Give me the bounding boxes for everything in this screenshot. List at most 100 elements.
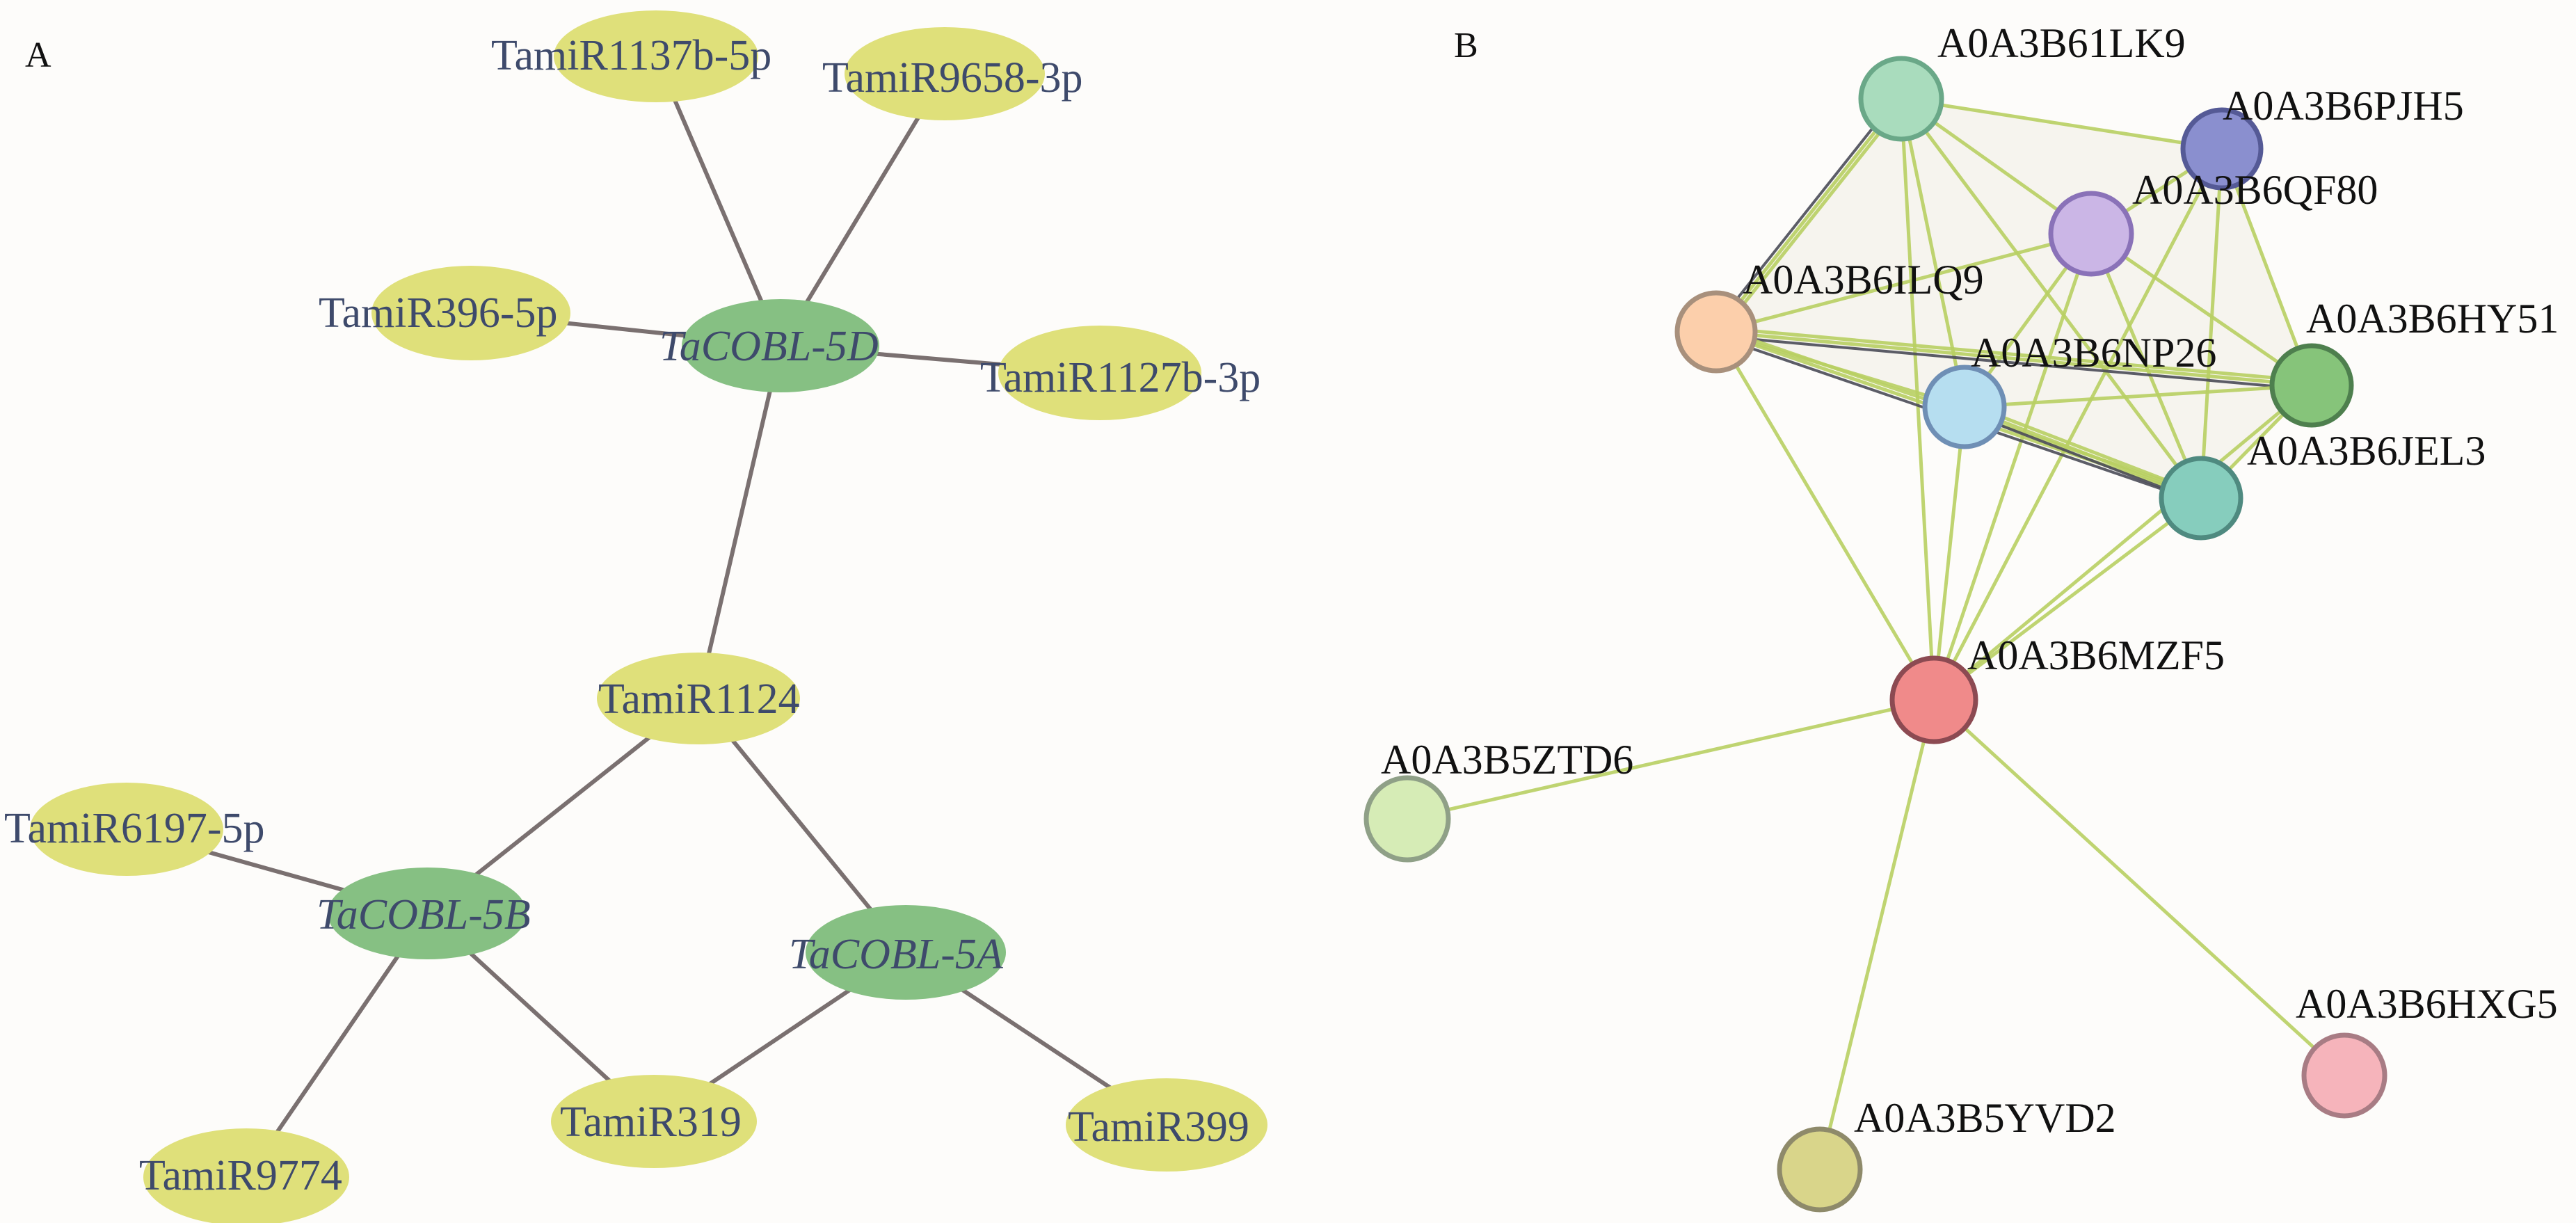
mirna-node-shape <box>551 1075 757 1168</box>
protein-node-shape <box>2301 1032 2387 1119</box>
node-mir6197[interactable]: TamiR6197-5p <box>4 783 265 876</box>
evidence-line <box>1964 401 2205 496</box>
edge-ilq9-mzf5 <box>1714 330 1936 702</box>
protein-node-pjh5[interactable]: A0A3B6PJH5 <box>2180 83 2464 191</box>
evidence-line <box>1932 405 1967 702</box>
mirna-node-shape <box>30 783 223 876</box>
protein-node-hxg5[interactable]: A0A3B6HXG5 <box>2296 981 2558 1119</box>
protein-label: A0A3B5ZTD6 <box>1381 737 1633 783</box>
edge-lk9-ilq9 <box>1711 95 1907 337</box>
node-label: TamiR9774 <box>139 1152 342 1199</box>
protein-node-shape <box>2269 343 2354 428</box>
coexpression-line <box>1714 334 2313 391</box>
edge-mzf5-hxg5 <box>1932 698 2346 1078</box>
mirna-node-shape <box>597 653 800 744</box>
evidence-line <box>2199 147 2224 500</box>
panel-b-letter: B <box>1454 26 1478 65</box>
node-label: TamiR6197-5p <box>4 805 265 852</box>
node-mir319[interactable]: TamiR319 <box>551 1075 757 1168</box>
edge-qf80-ilq9 <box>1714 232 2093 334</box>
node-label: TaCOBL-5D <box>659 323 879 370</box>
coexpression-line <box>1961 409 2201 504</box>
node-mir1127b[interactable]: TamiR1127b-3p <box>980 326 1261 420</box>
panel-a-letter: A <box>25 35 51 75</box>
evidence-line <box>1932 232 2093 702</box>
protein-node-shape <box>1363 775 1451 863</box>
mirna-node-shape <box>845 27 1045 120</box>
protein-node-shape <box>1889 655 1978 744</box>
mirna-node-shape <box>554 10 758 102</box>
node-mir9774[interactable]: TamiR9774 <box>139 1128 349 1223</box>
node-label: TamiR1137b-5p <box>491 32 771 79</box>
protein-label: A0A3B61LK9 <box>1937 20 2186 66</box>
protein-node-shape <box>1777 1126 1863 1213</box>
evidence-line <box>1932 383 2314 702</box>
evidence-line <box>2089 232 2314 387</box>
protein-node-shape <box>2180 107 2264 191</box>
evidence-line <box>1932 496 2203 702</box>
node-mir396[interactable]: TamiR396-5p <box>319 266 570 360</box>
gene-node-shape <box>328 868 527 959</box>
node-label: TaCOBL-5B <box>317 891 531 938</box>
node-mir9658[interactable]: TamiR9658-3p <box>822 27 1083 120</box>
evidence-line <box>1899 97 2203 500</box>
evidence-line <box>1715 326 2314 383</box>
node-mir1137b[interactable]: TamiR1137b-5p <box>491 10 771 102</box>
evidence-line <box>2220 147 2314 387</box>
edge-lk9-jel3 <box>1899 97 2203 500</box>
edge-cobl5d-mir9658 <box>778 72 947 348</box>
evidence-line <box>1714 232 2093 334</box>
protein-node-lk9[interactable]: A0A3B61LK9 <box>1858 20 2186 142</box>
evidence-line <box>1899 97 2224 151</box>
evidence-line <box>1718 99 1907 337</box>
edge-lk9-np26 <box>1899 97 1967 409</box>
protein-label: A0A3B6HXG5 <box>2296 981 2558 1027</box>
evidence-line <box>1932 147 2224 702</box>
protein-node-ztd6[interactable]: A0A3B5ZTD6 <box>1363 737 1633 863</box>
edge-jel3-mzf5 <box>1932 496 2203 702</box>
protein-node-qf80[interactable]: A0A3B6QF80 <box>2048 167 2378 277</box>
protein-node-hy51[interactable]: A0A3B6HY51 <box>2269 296 2559 428</box>
edge-np26-mzf5 <box>1932 405 1967 702</box>
protein-node-mzf5[interactable]: A0A3B6MZF5 <box>1889 632 2225 744</box>
node-label: TaCOBL-5A <box>789 931 1004 978</box>
evidence-line <box>1714 330 2314 387</box>
node-mir1124[interactable]: TamiR1124 <box>597 653 800 744</box>
protein-label: A0A3B5YVD2 <box>1854 1095 2116 1141</box>
protein-label: A0A3B6NP26 <box>1971 330 2216 376</box>
node-label: TamiR399 <box>1068 1103 1249 1151</box>
protein-node-shape <box>2048 191 2134 277</box>
evidence-line <box>1714 97 1903 334</box>
protein-label: A0A3B6MZF5 <box>1967 632 2225 678</box>
node-cobl5a[interactable]: TaCOBL-5A <box>789 905 1006 1000</box>
gene-node-shape <box>806 905 1006 1000</box>
node-cobl5d[interactable]: TaCOBL-5D <box>659 299 879 392</box>
protein-node-shape <box>2159 456 2243 541</box>
edge-np26-jel3 <box>1961 401 2205 504</box>
node-cobl5b[interactable]: TaCOBL-5B <box>317 868 531 959</box>
panel-b-protein-network: B A0A3B61LK9A0A3B6PJH5A0A3B6QF80A0A3B6IL… <box>1363 20 2559 1213</box>
panel-b-nodes: A0A3B61LK9A0A3B6PJH5A0A3B6QF80A0A3B6ILQ9… <box>1363 20 2559 1213</box>
evidence-line <box>1899 97 1967 409</box>
mirna-node-shape <box>143 1128 349 1223</box>
panel-a-nodes: TamiR1137b-5p TamiR9658-3pTamiR396-5pTaCO… <box>4 10 1267 1223</box>
protein-node-jel3[interactable]: A0A3B6JEL3 <box>2159 428 2486 541</box>
protein-node-np26[interactable]: A0A3B6NP26 <box>1922 330 2216 449</box>
protein-node-shape <box>1858 56 1944 142</box>
protein-node-yvd2[interactable]: A0A3B5YVD2 <box>1777 1095 2116 1213</box>
edge-pjh5-hy51 <box>2220 147 2314 387</box>
edge-qf80-mzf5 <box>1932 232 2093 702</box>
mirna-node-shape <box>1066 1078 1267 1172</box>
node-label: TamiR1127b-3p <box>980 354 1261 401</box>
node-mir399[interactable]: TamiR399 <box>1066 1078 1267 1172</box>
protein-node-ilq9[interactable]: A0A3B6ILQ9 <box>1674 257 1984 374</box>
edge-mzf5-ztd6 <box>1405 698 1936 821</box>
evidence-line <box>1714 330 1936 702</box>
edge-hy51-mzf5 <box>1932 383 2314 702</box>
edge-ilq9-hy51 <box>1714 326 2314 391</box>
edge-cobl5d-mir1137b <box>654 54 783 348</box>
edge-pjh5-jel3 <box>2199 147 2224 500</box>
edge-qf80-hy51 <box>2089 232 2314 387</box>
